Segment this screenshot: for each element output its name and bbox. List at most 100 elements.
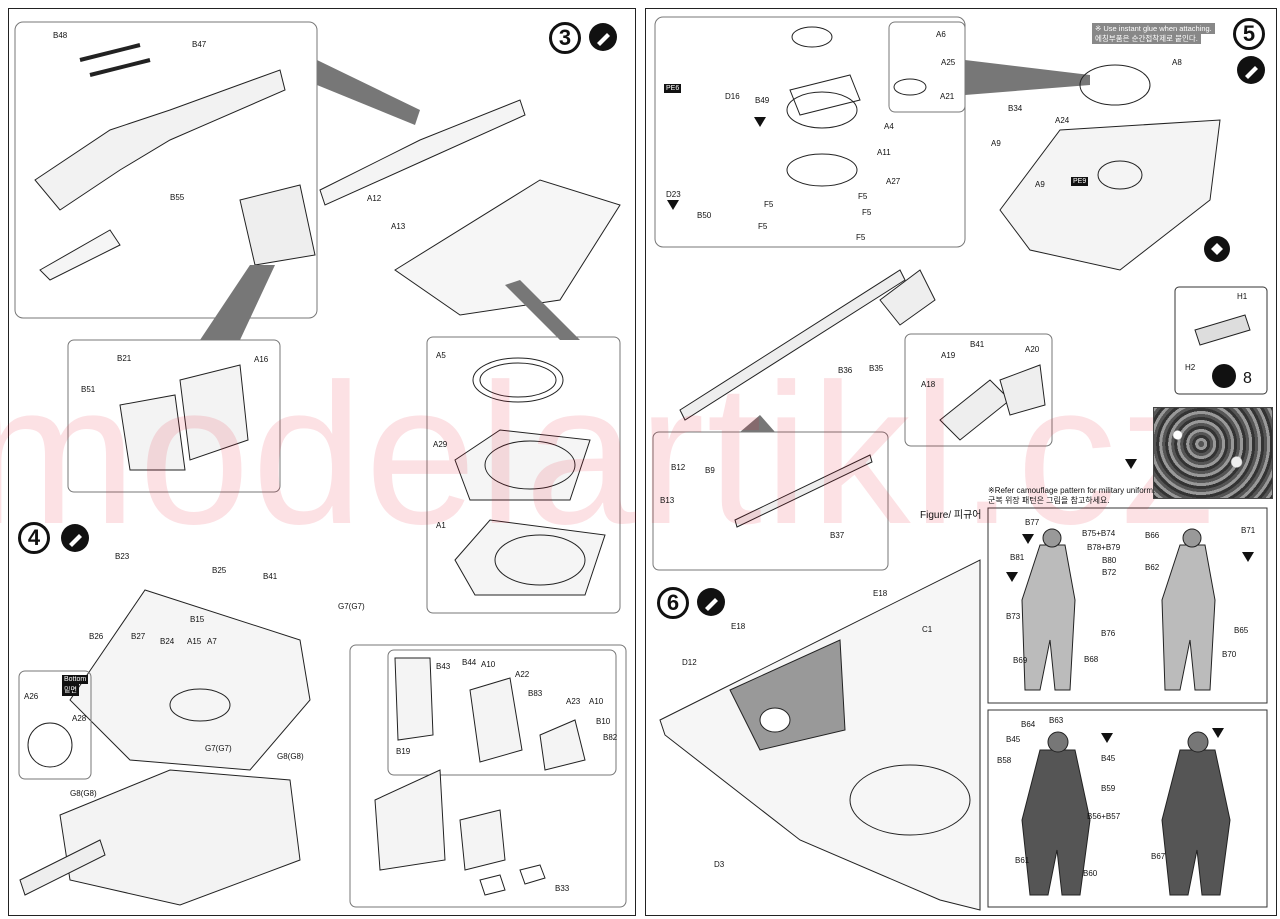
part-label: G7(G7) xyxy=(205,744,232,753)
part-label: C1 xyxy=(922,625,933,634)
figure-label: B72 xyxy=(1102,568,1117,577)
part-label: B44 xyxy=(462,658,477,667)
camo-note-ko: 군복 위장 패턴은 그림을 참고하세요. xyxy=(988,496,1110,505)
part-label: B48 xyxy=(53,31,68,40)
bottom-label-ko: 밑면 xyxy=(62,684,79,696)
part-label: B24 xyxy=(160,637,175,646)
glue-icon xyxy=(1237,56,1265,84)
part-label: A19 xyxy=(941,351,956,360)
glue-icon xyxy=(697,588,725,616)
figure-label: B56+B57 xyxy=(1087,812,1121,821)
figure-label: B65 xyxy=(1234,626,1249,635)
part-label: A13 xyxy=(391,222,406,231)
part-label: D16 xyxy=(725,92,740,101)
part-label: A12 xyxy=(367,194,382,203)
figure-label: B71 xyxy=(1241,526,1256,535)
figure-label: B45 xyxy=(1101,754,1116,763)
part-label: B35 xyxy=(869,364,884,373)
part-label: B25 xyxy=(212,566,227,575)
part-label: A11 xyxy=(877,148,891,157)
figure-label: B58 xyxy=(997,756,1012,765)
track-count: 8 xyxy=(1243,370,1252,387)
part-label: B41 xyxy=(263,572,278,581)
part-label: A21 xyxy=(940,92,955,101)
track-set-icon xyxy=(1212,364,1236,388)
figure-label: B59 xyxy=(1101,784,1116,793)
step-4-number: 4 xyxy=(18,522,50,554)
part-label: A27 xyxy=(886,177,901,186)
part-label: B19 xyxy=(396,747,411,756)
part-label: B83 xyxy=(528,689,543,698)
part-label: B36 xyxy=(838,366,853,375)
part-label: B33 xyxy=(555,884,570,893)
part-label: H1 xyxy=(1237,292,1248,301)
part-label: B34 xyxy=(1008,104,1023,113)
part-label: A29 xyxy=(433,440,448,449)
part-label: D12 xyxy=(682,658,697,667)
paint-callout-icon xyxy=(1006,572,1018,582)
part-label: B41 xyxy=(970,340,985,349)
part-label: A15 xyxy=(187,637,202,646)
figure-label: B75+B74 xyxy=(1082,529,1116,538)
figure-label: B60 xyxy=(1083,869,1098,878)
figure-label: B66 xyxy=(1145,531,1160,540)
figure-label: B67 xyxy=(1151,852,1166,861)
figure-label: B64 xyxy=(1021,720,1036,729)
part-label: A18 xyxy=(921,380,936,389)
step-6-number: 6 xyxy=(657,587,689,619)
part-label: B82 xyxy=(603,733,618,742)
part-label: B10 xyxy=(596,717,611,726)
figure-label: B63 xyxy=(1049,716,1064,725)
figure-label: B73 xyxy=(1006,612,1021,621)
bottom-label-en: Bottom xyxy=(62,675,89,684)
part-label: F5 xyxy=(856,233,866,242)
part-label: PE9 xyxy=(1071,177,1089,186)
part-label: A6 xyxy=(936,30,946,39)
part-label: PE6 xyxy=(664,84,682,93)
part-label: B23 xyxy=(115,552,130,561)
part-label: B21 xyxy=(117,354,132,363)
part-label: F5 xyxy=(858,192,868,201)
part-label: A26 xyxy=(24,692,39,701)
part-label: A22 xyxy=(515,670,530,679)
part-label: A23 xyxy=(566,697,581,706)
part-label: B13 xyxy=(660,496,675,505)
paint-callout-icon xyxy=(667,200,679,210)
part-label: A16 xyxy=(254,355,269,364)
figure-label: B61 xyxy=(1015,856,1030,865)
figure-label: B78+B79 xyxy=(1087,543,1121,552)
part-label: F5 xyxy=(862,208,872,217)
part-label: E18 xyxy=(731,622,746,631)
part-label: G8(G8) xyxy=(277,752,304,761)
part-label: D3 xyxy=(714,860,725,869)
part-label: E18 xyxy=(873,589,888,598)
paint-callout-icon xyxy=(1212,728,1224,738)
part-label: B9 xyxy=(705,466,715,475)
part-label: A28 xyxy=(72,714,87,723)
figure-label: B68 xyxy=(1084,655,1099,664)
part-label: A5 xyxy=(436,351,446,360)
figure-label: B45 xyxy=(1006,735,1021,744)
part-label: A8 xyxy=(1172,58,1182,67)
paint-callout-icon xyxy=(1101,733,1113,743)
paint-callout-icon xyxy=(1022,534,1034,544)
figure-label: B77 xyxy=(1025,518,1040,527)
part-label: A24 xyxy=(1055,116,1070,125)
part-label: A10 xyxy=(481,660,496,669)
part-label: D23 xyxy=(666,190,681,199)
part-label: B55 xyxy=(170,193,185,202)
part-label: G7(G7) xyxy=(338,602,365,611)
step-3-number: 3 xyxy=(549,22,581,54)
part-label: B12 xyxy=(671,463,686,472)
part-label: A20 xyxy=(1025,345,1040,354)
part-label: B27 xyxy=(131,632,146,641)
part-label: B51 xyxy=(81,385,96,394)
figure-label: B76 xyxy=(1101,629,1116,638)
glue-icon xyxy=(589,23,617,51)
part-label: F5 xyxy=(758,222,768,231)
part-label: B37 xyxy=(830,531,845,540)
part-label: A1 xyxy=(436,521,446,530)
part-label: B47 xyxy=(192,40,207,49)
step-5-number: 5 xyxy=(1233,18,1265,50)
